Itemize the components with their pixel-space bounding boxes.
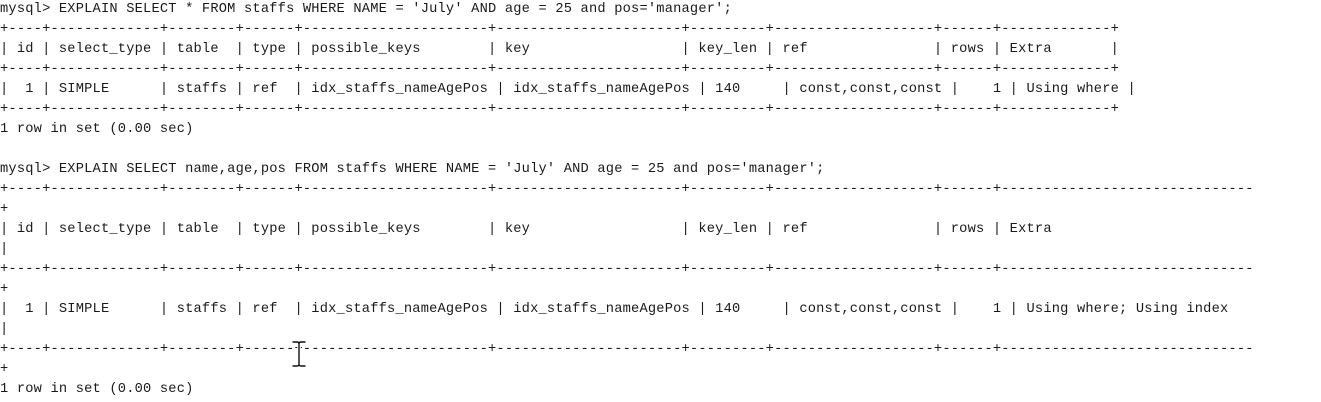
table-1-row: | 1 | SIMPLE | staffs | ref | idx_staffs… bbox=[0, 82, 1136, 97]
table-1-border-bottom: +----+-------------+--------+------+----… bbox=[0, 102, 1120, 117]
query-2-result-summary: 1 row in set (0.00 sec) bbox=[0, 382, 194, 397]
query-2-command: mysql> EXPLAIN SELECT name,age,pos FROM … bbox=[0, 162, 825, 177]
table-2-row-wrap: | bbox=[0, 322, 9, 337]
table-2-header-wrap: | bbox=[0, 242, 9, 257]
table-2-border-top-wrap: + bbox=[0, 202, 9, 217]
table-1-header: | id | select_type | table | type | poss… bbox=[0, 42, 1120, 57]
table-1-border-mid: +----+-------------+--------+------+----… bbox=[0, 62, 1120, 77]
table-1-border-top: +----+-------------+--------+------+----… bbox=[0, 22, 1120, 37]
text-cursor-icon bbox=[291, 341, 307, 367]
table-2-border-bottom: +----+-------------+--------+------+----… bbox=[0, 342, 1254, 357]
table-2-border-top: +----+-------------+--------+------+----… bbox=[0, 182, 1254, 197]
table-2-header: | id | select_type | table | type | poss… bbox=[0, 222, 1052, 237]
table-2-border-mid: +----+-------------+--------+------+----… bbox=[0, 262, 1254, 277]
table-2-border-mid-wrap: + bbox=[0, 282, 9, 297]
table-2-border-bottom-wrap: + bbox=[0, 362, 9, 377]
query-1-result-summary: 1 row in set (0.00 sec) bbox=[0, 122, 194, 137]
table-2-row: | 1 | SIMPLE | staffs | ref | idx_staffs… bbox=[0, 302, 1229, 317]
query-1-command: mysql> EXPLAIN SELECT * FROM staffs WHER… bbox=[0, 2, 733, 17]
